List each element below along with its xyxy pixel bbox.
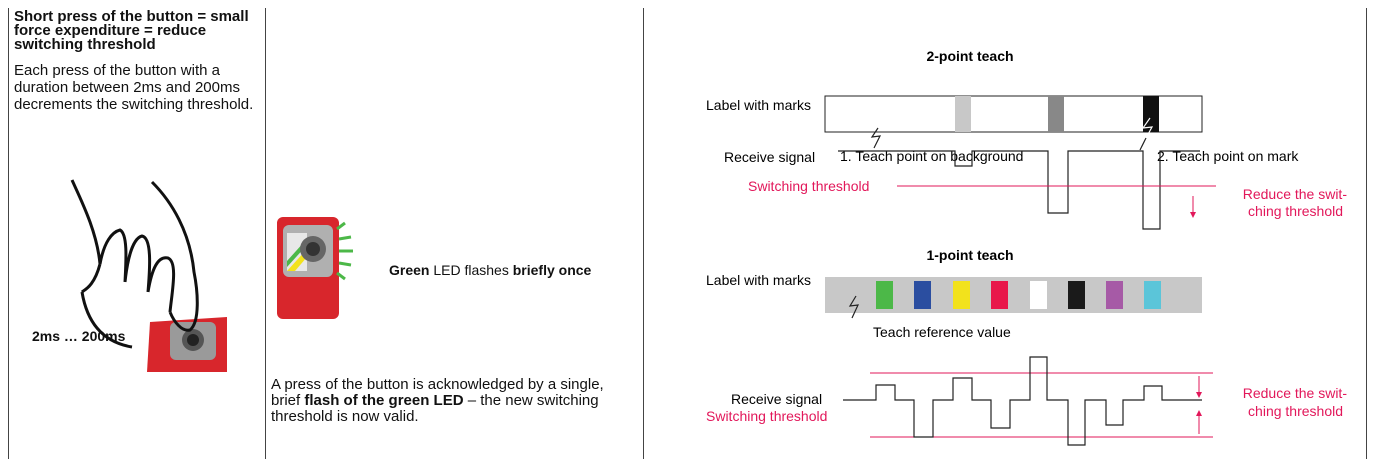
teach2-arrow-lower: [1139, 137, 1147, 151]
teach-ref-arrow: [848, 295, 859, 319]
one-point-mark: [1106, 281, 1123, 309]
two-point-mark-light: [955, 96, 971, 132]
two-point-reduce-2: ching threshold: [1248, 203, 1343, 219]
led-flash-text: Green LED flashes briefly once: [389, 262, 591, 278]
teach-point-2: 2. Teach point on mark: [1157, 148, 1299, 164]
led-text-bold-green: Green: [389, 262, 430, 278]
two-point-title: 2-point teach: [926, 48, 1013, 64]
one-point-threshold-label: Switching threshold: [706, 408, 827, 424]
ack-text-post: – the new switching threshold is now val…: [271, 392, 599, 425]
section-body: Each press of the button with a duration…: [14, 62, 254, 113]
one-point-reduce-1: Reduce the swit-: [1243, 385, 1348, 401]
teach2-arrow: [1141, 117, 1154, 139]
one-point-mark: [1144, 281, 1161, 309]
two-point-receive-signal: [838, 150, 1200, 230]
divider-1: [265, 8, 266, 459]
section-heading: Short press of the button = small force …: [14, 8, 249, 53]
hand-pressing-button-illustration: [22, 172, 227, 372]
ack-text-pre: A press of the button is acknowledged by…: [271, 376, 604, 409]
one-point-up-arrowhead: [1196, 410, 1202, 416]
teach-reference: Teach reference value: [873, 324, 1011, 340]
teach-diagram: 2-point teach Label with marks 1. Teach …: [706, 48, 1348, 446]
divider-left: [8, 8, 9, 459]
two-point-mark-medium: [1048, 96, 1064, 132]
two-point-reduce-arrowhead: [1190, 212, 1196, 218]
teach-point-1: 1. Teach point on background: [840, 148, 1023, 164]
one-point-mark: [1068, 281, 1085, 309]
led-text-bold-once: briefly once: [512, 262, 592, 278]
left-column: Short press of the button = small force …: [14, 8, 264, 113]
teach1-arrow: [870, 127, 882, 149]
one-point-title: 1-point teach: [926, 247, 1013, 263]
led-text-middle: LED flashes: [429, 262, 513, 278]
two-point-strip: [824, 95, 1203, 133]
two-point-threshold-label: Switching threshold: [748, 178, 869, 194]
ack-text-bold: flash of the green LED: [304, 392, 464, 409]
one-point-reduce-2: ching threshold: [1248, 403, 1343, 419]
one-point-mark: [953, 281, 970, 309]
two-point-label: Label with marks: [706, 97, 811, 113]
one-point-receive-label: Receive signal: [731, 391, 822, 407]
one-point-mark: [914, 281, 931, 309]
divider-right: [1366, 8, 1367, 459]
one-point-receive-signal: [843, 356, 1202, 446]
divider-2: [643, 8, 644, 459]
two-point-reduce-1: Reduce the swit-: [1243, 186, 1348, 202]
two-point-receive-label: Receive signal: [724, 149, 815, 165]
sensor-led-illustration: [275, 215, 365, 330]
one-point-down-arrowhead: [1196, 392, 1202, 398]
one-point-mark: [1030, 281, 1047, 309]
press-duration-label: 2ms … 200ms: [32, 328, 126, 344]
one-point-mark: [876, 281, 893, 309]
acknowledge-text: A press of the button is acknowledged by…: [271, 377, 636, 425]
one-point-mark: [991, 281, 1008, 309]
one-point-label: Label with marks: [706, 272, 811, 288]
